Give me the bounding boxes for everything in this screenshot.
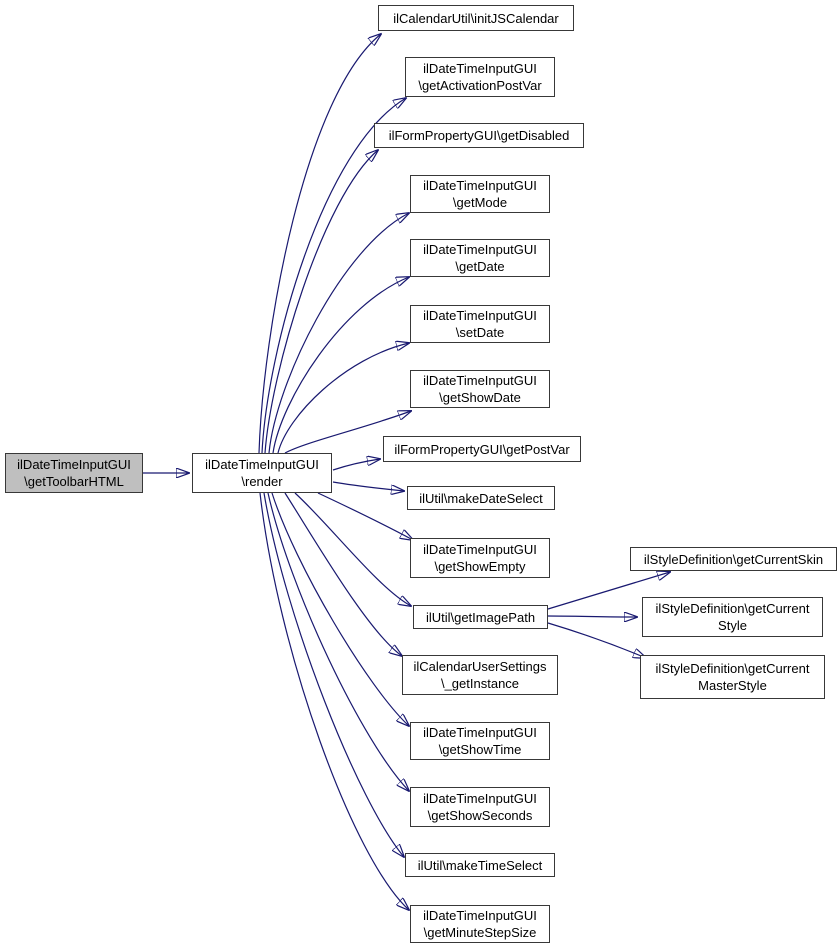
node-get-show-seconds[interactable]: ilDateTimeInputGUI \getShowSeconds [410,787,550,827]
node-label-line: \setDate [455,325,505,340]
node-label-line: Style [718,618,747,633]
node-label-line: ilCalendarUserSettings [413,659,547,674]
edge-render-getMinuteStepSize [259,492,409,910]
node-label-line: \render [241,474,283,489]
node-label-line: \getDate [455,259,505,274]
node-label-line: ilDateTimeInputGUI [423,308,537,323]
edge-render-getPostVar [332,459,380,471]
edge-render-makeDateSelect [332,481,404,491]
node-label-line: ilFormPropertyGUI\getDisabled [388,128,570,143]
node-get-post-var[interactable]: ilFormPropertyGUI\getPostVar [383,436,581,462]
node-label-line: ilUtil\makeDateSelect [419,490,543,506]
node-get-instance[interactable]: ilCalendarUserSettings \_getInstance [402,655,558,695]
node-label-line: ilDateTimeInputGUI [423,178,537,193]
edge-render-initJSCalendar [258,34,381,454]
node-make-date-select[interactable]: ilUtil\makeDateSelect [407,486,555,510]
node-get-show-time[interactable]: ilDateTimeInputGUI \getShowTime [410,722,550,760]
node-get-toolbar-html: ilDateTimeInputGUI \getToolbarHTML [5,453,143,493]
node-label-line: \getShowDate [439,390,521,405]
node-label-line: \getMode [452,195,508,210]
node-get-current-style[interactable]: ilStyleDefinition\getCurrent Style [642,597,823,637]
edge-render-getDisabled [264,150,378,454]
edge-render-getShowEmpty [317,492,413,540]
edge-render-getShowSeconds [267,492,409,791]
node-label-line: \getShowTime [438,742,522,757]
node-label-line: ilDateTimeInputGUI [423,542,537,557]
edge-getImagePath-getCurrentStyle [547,616,637,617]
edge-render-getMode [268,213,409,454]
node-get-activation-post-var[interactable]: ilDateTimeInputGUI \getActivationPostVar [405,57,555,97]
node-label-line: ilDateTimeInputGUI [17,457,131,472]
node-label-line: ilDateTimeInputGUI [423,373,537,388]
node-label-line: ilDateTimeInputGUI [423,725,537,740]
node-label-line: \getToolbarHTML [24,474,124,489]
node-label-line: \getMinuteStepSize [423,925,537,940]
node-label-line: ilStyleDefinition\getCurrentSkin [643,551,824,567]
node-label-line: MasterStyle [698,678,767,693]
edge-render-getShowTime [271,492,409,726]
node-get-show-empty[interactable]: ilDateTimeInputGUI \getShowEmpty [410,538,550,578]
node-label-line: ilStyleDefinition\getCurrent [655,661,810,676]
edge-getImagePath-getCurrentMasterStyle [547,622,646,658]
node-label-line: \getActivationPostVar [418,78,542,93]
node-get-mode[interactable]: ilDateTimeInputGUI \getMode [410,175,550,213]
node-label-line: ilFormPropertyGUI\getPostVar [394,441,570,457]
node-label-line: ilStyleDefinition\getCurrent [655,601,810,616]
edge-render-getImagePath [294,492,411,606]
edge-render-setDate [277,343,409,454]
node-label-line: \getShowSeconds [427,808,533,823]
node-label-line: ilDateTimeInputGUI [423,908,537,923]
node-label-line: ilUtil\getImagePath [425,609,536,625]
node-label-line: ilDateTimeInputGUI [205,457,319,472]
node-get-minute-step-size[interactable]: ilDateTimeInputGUI \getMinuteStepSize [410,905,550,943]
node-get-disabled[interactable]: ilFormPropertyGUI\getDisabled [374,123,584,148]
node-label-line: ilDateTimeInputGUI [423,242,537,257]
node-get-current-skin[interactable]: ilStyleDefinition\getCurrentSkin [630,547,837,571]
edge-render-getDate [272,277,409,454]
node-label-line: \getShowEmpty [434,559,526,574]
node-get-current-master-style[interactable]: ilStyleDefinition\getCurrent MasterStyle [640,655,825,699]
edge-render-makeTimeSelect [263,492,404,857]
node-get-date[interactable]: ilDateTimeInputGUI \getDate [410,239,550,277]
edge-getImagePath-getCurrentSkin [547,572,670,610]
edge-render-getInstance [284,492,402,656]
node-render[interactable]: ilDateTimeInputGUI \render [192,453,332,493]
node-label-line: ilDateTimeInputGUI [423,61,537,76]
node-label-line: \_getInstance [440,676,520,691]
node-label-line: ilUtil\makeTimeSelect [417,857,543,873]
node-init-js-calendar[interactable]: ilCalendarUtil\initJSCalendar [378,5,574,31]
node-label-line: ilCalendarUtil\initJSCalendar [393,10,559,26]
edge-render-getActivationPostVar [261,98,406,454]
node-label-line: ilDateTimeInputGUI [423,791,537,806]
edge-render-getShowDate [284,411,411,454]
node-get-image-path[interactable]: ilUtil\getImagePath [413,605,548,629]
node-get-show-date[interactable]: ilDateTimeInputGUI \getShowDate [410,370,550,408]
node-set-date[interactable]: ilDateTimeInputGUI \setDate [410,305,550,343]
node-make-time-select[interactable]: ilUtil\makeTimeSelect [405,853,555,877]
